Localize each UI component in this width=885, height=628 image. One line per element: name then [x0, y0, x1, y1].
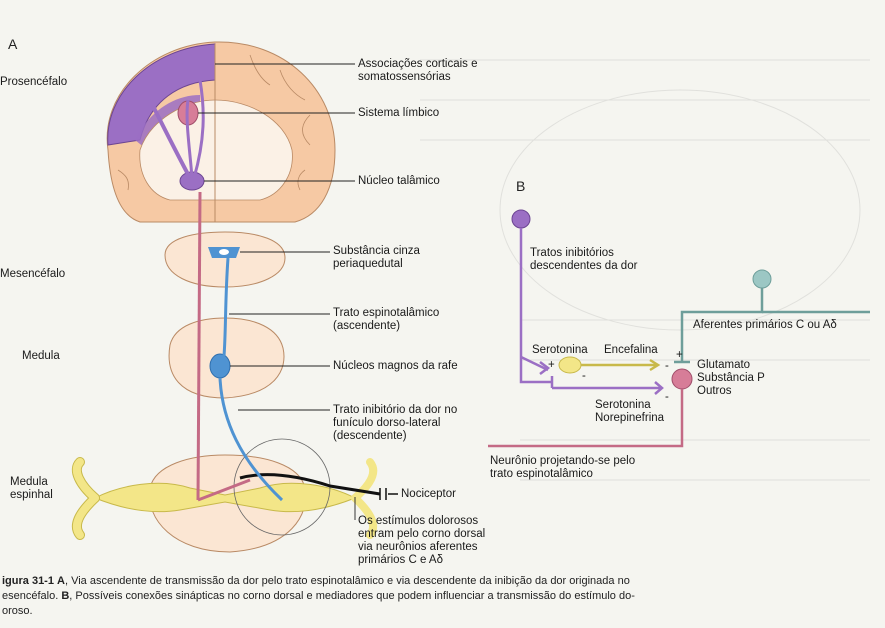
label-primary-afferents: Aferentes primários C ou Aδ: [693, 319, 837, 332]
label-pag: Substância cinza periaquedutal: [333, 245, 420, 271]
label-pag-line1: Substância cinza: [333, 245, 420, 258]
region-spinal-cord: Medula espinhal: [10, 476, 53, 502]
label-mediators: Glutamato Substância P Outros: [697, 359, 765, 398]
label-raphe: Núcleos magnos da rafe: [333, 360, 458, 373]
label-stim-line4: primários C e Aδ: [358, 554, 485, 567]
label-stim-line1: Os estímulos dolorosos: [358, 515, 485, 528]
caption-a-letter: A: [57, 575, 65, 587]
label-glutamate: Glutamato: [697, 359, 765, 372]
label-stt-line1: Trato espinotalâmico: [333, 307, 439, 320]
label-projection-neuron: Neurônio projetando-se pelo trato espino…: [490, 455, 635, 481]
label-pag-line2: periaquedutal: [333, 258, 420, 271]
label-enkephalin: Encefalina: [604, 344, 658, 357]
label-limbic: Sistema límbico: [358, 107, 439, 120]
caption-line1: igura 31-1 A, Via ascendente de transmis…: [2, 574, 885, 589]
panel-b-letter: B: [516, 178, 525, 194]
label-others: Outros: [697, 385, 765, 398]
label-serotonin: Serotonina: [532, 344, 588, 357]
spinal-cord-section: [77, 439, 398, 552]
label-monoamines: Serotonina Norepinefrina: [595, 399, 664, 425]
sign-plus-2: +: [676, 349, 683, 362]
region-mesencephalon: Mesencéfalo: [0, 268, 65, 281]
label-inhib-line3: (descendente): [333, 430, 457, 443]
label-stimuli: Os estímulos dolorosos entram pelo corno…: [358, 515, 485, 567]
region-prosencephalon: Prosencéfalo: [0, 76, 67, 89]
sign-plus-1: +: [548, 359, 555, 372]
label-cortical-line1: Associações corticais e: [358, 58, 478, 71]
label-descending-tracts: Tratos inibitórios descendentes da dor: [530, 247, 637, 273]
label-stim-line3: via neurônios aferentes: [358, 541, 485, 554]
label-thalamic: Núcleo talâmico: [358, 175, 440, 188]
sign-minus-3: -: [665, 391, 669, 404]
forebrain-section: [107, 42, 335, 222]
label-desc-line1: Tratos inibitórios: [530, 247, 637, 260]
caption-fig-number: igura 31-1: [2, 575, 54, 587]
region-spinal-cord-line2: espinhal: [10, 489, 53, 502]
sign-minus-1: -: [582, 370, 586, 383]
midbrain-section: [165, 232, 285, 287]
sign-minus-2: -: [665, 360, 669, 373]
caption-line1-text: , Via ascendente de transmissão da dor p…: [65, 575, 630, 587]
label-spinothalamic: Trato espinotalâmico (ascendente): [333, 307, 439, 333]
caption-line3: oroso.: [2, 604, 885, 619]
label-cortical-line2: somatossensórias: [358, 71, 478, 84]
region-spinal-cord-line1: Medula: [10, 476, 53, 489]
label-cortical: Associações corticais e somatossensórias: [358, 58, 478, 84]
panel-a-letter: A: [8, 36, 17, 52]
label-stt-line2: (ascendente): [333, 320, 439, 333]
caption-line2-start: esencéfalo.: [2, 590, 58, 602]
label-stim-line2: entram pelo corno dorsal: [358, 528, 485, 541]
label-serotonin-2: Serotonina: [595, 399, 664, 412]
region-medulla: Medula: [22, 350, 60, 363]
caption-line2-text: , Possíveis conexões sinápticas no corno…: [69, 590, 635, 602]
label-substance-p: Substância P: [697, 372, 765, 385]
label-inhib-line2: funículo dorso-lateral: [333, 417, 457, 430]
label-norepinephrine: Norepinefrina: [595, 412, 664, 425]
caption-line2: esencéfalo. B, Possíveis conexões sinápt…: [2, 589, 885, 604]
label-desc-line2: descendentes da dor: [530, 260, 637, 273]
label-nociceptor: Nociceptor: [401, 488, 456, 501]
label-proj-line1: Neurônio projetando-se pelo: [490, 455, 635, 468]
figure-caption: igura 31-1 A, Via ascendente de transmis…: [0, 574, 885, 619]
spinothalamic-tract: [198, 192, 200, 500]
label-proj-line2: trato espinotalâmico: [490, 468, 635, 481]
label-inhib-line1: Trato inibitório da dor no: [333, 404, 457, 417]
label-inhibitory-tract: Trato inibitório da dor no funículo dors…: [333, 404, 457, 443]
